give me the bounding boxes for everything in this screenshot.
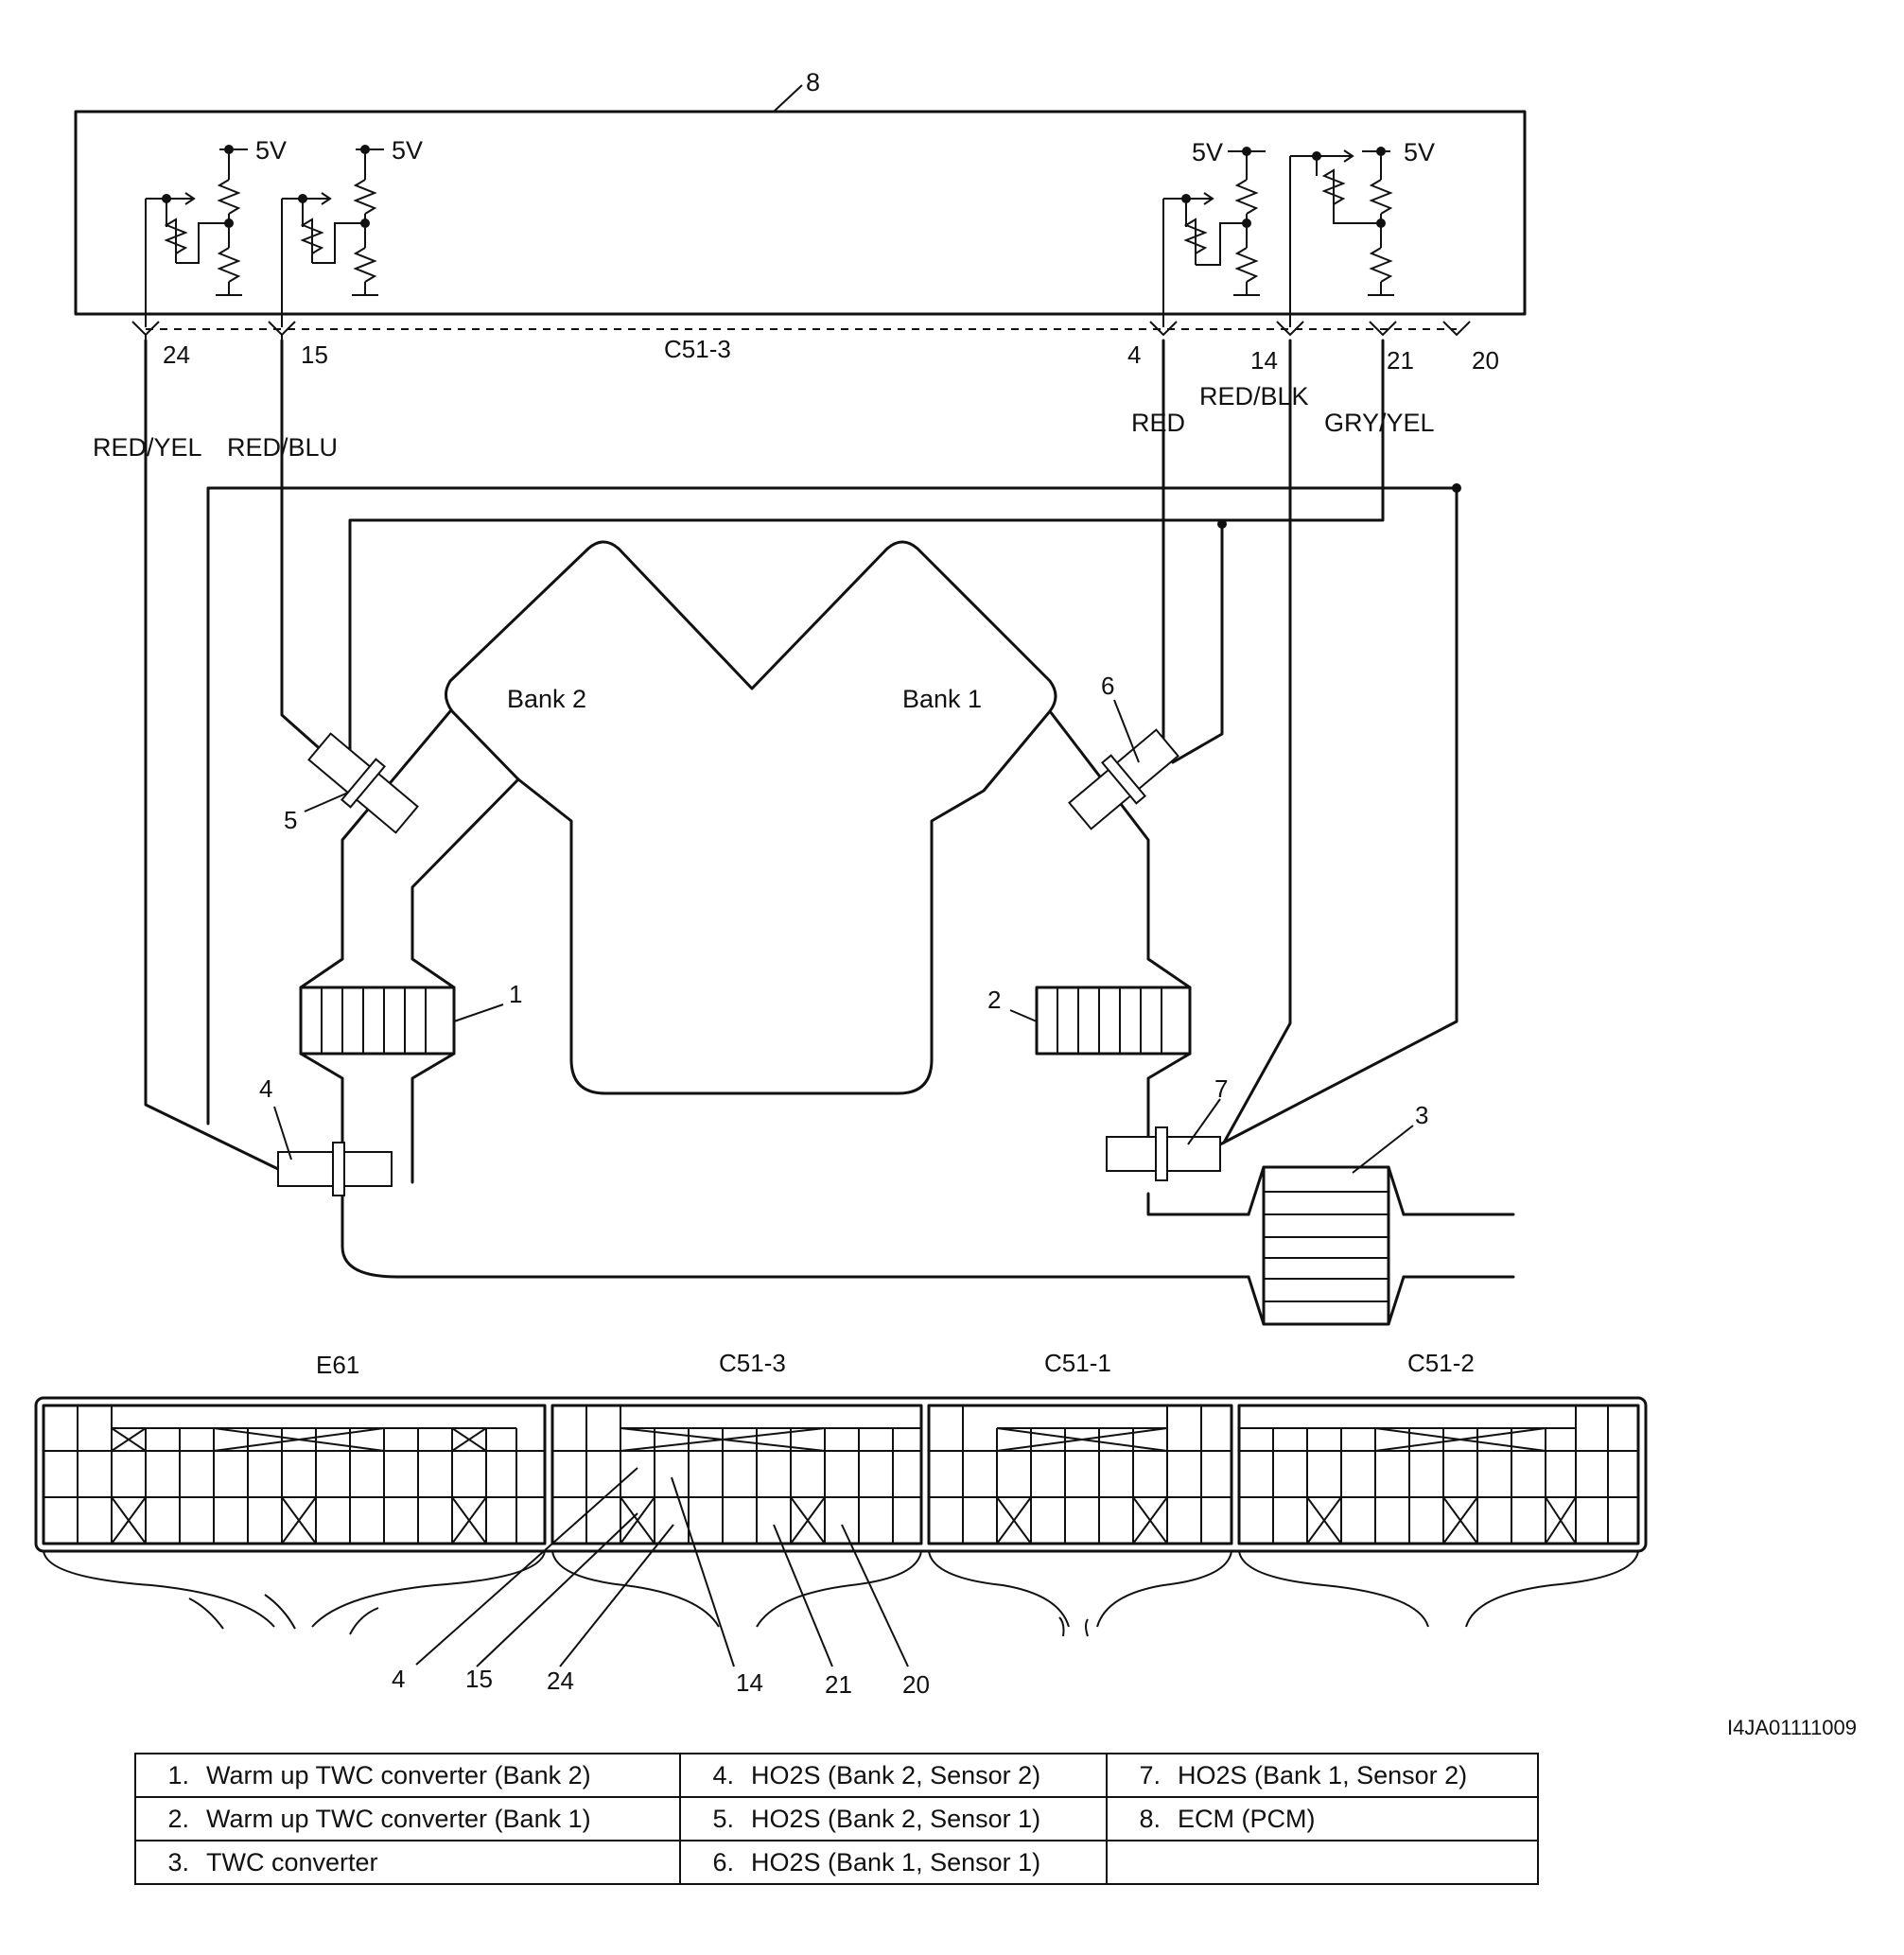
ecm-connector-c51-3: 24 15 C51-3 4 14 21 20 (131, 321, 1499, 375)
wire-red: RED (1131, 409, 1185, 437)
legend-number: 8. (1139, 1804, 1161, 1833)
connector-c51-3-face-label: C51-3 (719, 1349, 786, 1377)
bank-2-label: Bank 2 (507, 685, 586, 713)
legend-cell: 1. Warm up TWC converter (Bank 2) (134, 1753, 681, 1798)
legend-number: 6. (712, 1847, 734, 1876)
legend-row: 3. TWC converter 6. HO2S (Bank 1, Sensor 1) (134, 1840, 1539, 1885)
ecm-circuit-1: 5V (145, 136, 287, 327)
connector-c51-1-label: C51-1 (1044, 1349, 1111, 1377)
twc-converter-bank-1: 2 (987, 986, 1192, 1056)
legend-body: 1. Warm up TWC converter (Bank 2) 4. HO2S (… (134, 1753, 1539, 1885)
legend-cell: 7. HO2S (Bank 1, Sensor 2) (1106, 1753, 1539, 1798)
legend-text: Warm up TWC converter (Bank 1) (206, 1804, 591, 1833)
ho2s-bank-2-sensor-1: 5 (284, 732, 419, 834)
legend-cell: 3. TWC converter (134, 1840, 681, 1885)
component-7-label: 7 (1214, 1074, 1228, 1103)
component-3-label: 3 (1415, 1101, 1428, 1129)
ecm-circuit-4: 5V (1289, 138, 1435, 327)
connector-c51-2-label: C51-2 (1407, 1349, 1475, 1377)
legend-table: 1. Warm up TWC converter (Bank 2) 4. HO2S (… (134, 1753, 1539, 1885)
wire-gry-yel: GRY/YEL (1324, 409, 1435, 437)
component-1-label: 1 (509, 980, 522, 1008)
legend-cell: 6. HO2S (Bank 1, Sensor 1) (679, 1840, 1108, 1885)
ecm-circuit-3: 5V (1162, 138, 1266, 327)
legend-text: ECM (PCM) (1178, 1804, 1316, 1833)
twc-converter-bank-2: 1 (299, 980, 522, 1056)
face-pin-15-label: 15 (465, 1665, 493, 1693)
legend-number: 3. (167, 1847, 189, 1876)
pin-4-label: 4 (1127, 340, 1141, 369)
legend-text: Warm up TWC converter (Bank 2) (206, 1760, 591, 1789)
connector-e61-label: E61 (316, 1351, 359, 1379)
legend-cell: 2. Warm up TWC converter (Bank 1) (134, 1796, 681, 1842)
volt-label: 5V (1192, 138, 1223, 166)
legend-cell: 8. ECM (PCM) (1106, 1796, 1539, 1842)
harness-wires (144, 339, 1461, 1171)
legend-text: TWC converter (206, 1847, 378, 1876)
twc-converter: 3 (1247, 1101, 1428, 1326)
ho2s-bank-1-sensor-2: 7 (1106, 1074, 1228, 1181)
legend-text: HO2S (Bank 1, Sensor 1) (751, 1847, 1041, 1876)
component-2-label: 2 (987, 986, 1001, 1014)
ecm-number: 8 (806, 68, 820, 96)
ecm-box: 8 (74, 68, 1527, 316)
legend-row: 1. Warm up TWC converter (Bank 2) 4. HO2S (… (134, 1753, 1539, 1798)
legend-number: 7. (1139, 1760, 1161, 1789)
legend-cell: 4. HO2S (Bank 2, Sensor 2) (679, 1753, 1108, 1798)
component-4-label: 4 (259, 1074, 272, 1103)
ho2s-bank-1-sensor-1: 6 (1068, 672, 1179, 830)
e61-grid (44, 1405, 545, 1545)
legend-cell: 5. HO2S (Bank 2, Sensor 1) (679, 1796, 1108, 1842)
volt-label: 5V (392, 136, 423, 165)
figure-code: I4JA01111009 (1727, 1716, 1858, 1739)
pin-14-label: 14 (1250, 346, 1278, 375)
connector-c51-3-label: C51-3 (664, 335, 731, 363)
face-pin-21-label: 21 (825, 1670, 852, 1699)
wire-red-blk: RED/BLK (1199, 382, 1309, 410)
face-pin-4-label: 4 (392, 1665, 405, 1693)
component-5-label: 5 (284, 806, 297, 834)
pin-21-label: 21 (1387, 346, 1414, 375)
pin-15-label: 15 (301, 340, 328, 369)
engine-exhaust: Bank 2 Bank 1 (299, 540, 1515, 1279)
bank-1-label: Bank 1 (902, 685, 982, 713)
wire-red-yel: RED/YEL (93, 433, 202, 462)
legend-cell (1106, 1840, 1539, 1885)
c51-1-grid (929, 1405, 1231, 1545)
legend-text: HO2S (Bank 2, Sensor 2) (751, 1760, 1041, 1789)
legend-number: 1. (167, 1760, 189, 1789)
pin-20-label: 20 (1472, 346, 1499, 375)
ho2s-bank-2-sensor-2: 4 (259, 1074, 393, 1196)
face-pin-24-label: 24 (547, 1667, 574, 1695)
volt-label: 5V (1404, 138, 1435, 166)
legend-text: HO2S (Bank 2, Sensor 1) (751, 1804, 1041, 1833)
c51-3-grid (552, 1405, 921, 1545)
volt-label: 5V (255, 136, 287, 165)
pin-24-label: 24 (163, 340, 190, 369)
legend-row: 2. Warm up TWC converter (Bank 1) 5. HO2S (… (134, 1796, 1539, 1842)
legend-text: HO2S (Bank 1, Sensor 2) (1178, 1760, 1468, 1789)
legend-number: 5. (712, 1804, 734, 1833)
ecm-connectors-face: E61 C51-3 C51-1 C51-2 (34, 1349, 1648, 1699)
face-pin-14-label: 14 (736, 1668, 763, 1697)
component-6-label: 6 (1101, 672, 1114, 700)
legend-number: 2. (167, 1804, 189, 1833)
ecm-circuit-2: 5V (281, 136, 423, 327)
legend-number: 4. (712, 1760, 734, 1789)
c51-2-grid (1239, 1405, 1638, 1545)
face-pin-20-label: 20 (902, 1670, 930, 1699)
wire-labels: RED/YEL RED/BLU RED RED/BLK GRY/YEL (93, 382, 1435, 462)
